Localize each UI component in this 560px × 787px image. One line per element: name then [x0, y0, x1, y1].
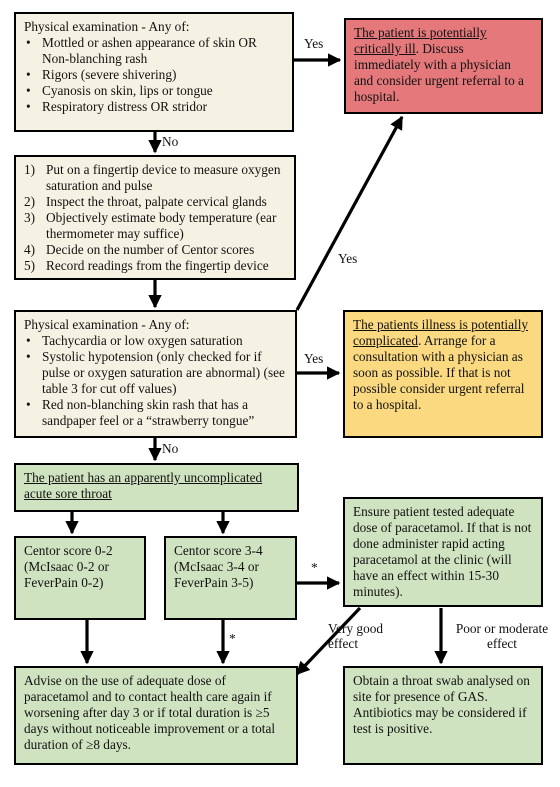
- paracetamol-text: Ensure patient tested adequate dose of p…: [353, 504, 532, 599]
- step-text: Put on a fingertip device to measure oxy…: [46, 162, 281, 193]
- centor-0-2-box: Centor score 0-2 (McIsaac 0-2 or FeverPa…: [14, 536, 146, 620]
- critical-sign-item: Rigors (severe shivering): [24, 67, 284, 83]
- step-item: 5) Record readings from the fingertip dev…: [24, 258, 286, 274]
- yes-label-complicated: Yes: [304, 351, 324, 366]
- advise-text: Advise on the use of adequate dose of pa…: [24, 673, 276, 752]
- physical-exam-complicated-box: Physical examination - Any of: Tachycard…: [14, 310, 297, 438]
- step-number: 3): [24, 210, 36, 225]
- asterisk-label-right: *: [311, 560, 318, 575]
- potentially-complicated-text: . Arrange for a consultation with a phys…: [353, 333, 525, 412]
- complicated-sign-item: Tachycardia or low oxygen saturation: [24, 333, 287, 349]
- centor-0-2-text: Centor score 0-2 (McIsaac 0-2 or FeverPa…: [24, 543, 113, 590]
- examination-steps-box: 1) Put on a fingertip device to measure o…: [14, 155, 296, 280]
- step-text: Decide on the number of Centor scores: [46, 242, 255, 257]
- asterisk-label-down: *: [229, 631, 236, 646]
- step-number: 1): [24, 162, 36, 177]
- centor-3-4-box: Centor score 3-4 (McIsaac 3-4 or FeverPa…: [164, 536, 297, 620]
- potentially-complicated-box: The patients illness is potentially comp…: [343, 310, 543, 438]
- step-text: Objectively estimate body temperature (e…: [46, 210, 277, 241]
- yes-label-diagonal: Yes: [338, 251, 358, 266]
- step-number: 5): [24, 258, 36, 273]
- advise-box: Advise on the use of adequate dose of pa…: [14, 666, 298, 765]
- complicated-sign-item: Systolic hypotension (only checked for i…: [24, 349, 287, 397]
- step-number: 2): [24, 194, 36, 209]
- critically-ill-text: . Discuss immediately with a physician a…: [354, 41, 524, 104]
- step-number: 4): [24, 242, 36, 257]
- arrow-paracetamol-to-advise: [295, 606, 362, 676]
- uncomplicated-text: The patient has an apparently uncomplica…: [24, 470, 263, 501]
- arrow-box3-to-critical: [295, 115, 404, 311]
- potentially-complicated-heading: The patients illness is potentially comp…: [353, 317, 529, 348]
- physical-exam-critical-box: Physical examination - Any of: Mottled o…: [14, 12, 294, 132]
- critically-ill-box: The patient is potentially critically il…: [344, 18, 543, 114]
- centor-3-4-text: Centor score 3-4 (McIsaac 3-4 or FeverPa…: [174, 543, 263, 590]
- physical-exam-critical-title: Physical examination - Any of:: [24, 19, 190, 34]
- uncomplicated-sore-throat-box: The patient has an apparently uncomplica…: [14, 463, 299, 512]
- critical-sign-item: Cyanosis on skin, lips or tongue: [24, 83, 284, 99]
- throat-swab-box: Obtain a throat swab analysed on site fo…: [343, 666, 543, 765]
- step-item: 2) Inspect the throat, palpate cervical g…: [24, 194, 286, 210]
- step-item: 3) Objectively estimate body temperature …: [24, 210, 286, 242]
- physical-exam-complicated-title: Physical examination - Any of:: [24, 317, 190, 332]
- no-label-second: No: [162, 441, 179, 456]
- critical-sign-item: Mottled or ashen appearance of skin OR N…: [24, 35, 284, 67]
- yes-label-critical: Yes: [304, 36, 324, 51]
- step-text: Inspect the throat, palpate cervical gla…: [46, 194, 267, 209]
- no-label-first: No: [162, 134, 179, 149]
- paracetamol-box: Ensure patient tested adequate dose of p…: [343, 497, 543, 607]
- critically-ill-heading: The patient is potentially critically il…: [354, 25, 487, 56]
- poor-effect-label: Poor or moderate effect: [455, 621, 549, 651]
- step-item: 4) Decide on the number of Centor scores: [24, 242, 286, 258]
- very-good-effect-label: Very good effect: [328, 621, 384, 651]
- critical-sign-item: Respiratory distress OR stridor: [24, 99, 284, 115]
- throat-swab-text: Obtain a throat swab analysed on site fo…: [353, 673, 530, 736]
- complicated-sign-item: Red non-blanching skin rash that has a s…: [24, 397, 287, 429]
- step-item: 1) Put on a fingertip device to measure o…: [24, 162, 286, 194]
- step-text: Record readings from the fingertip devic…: [46, 258, 269, 273]
